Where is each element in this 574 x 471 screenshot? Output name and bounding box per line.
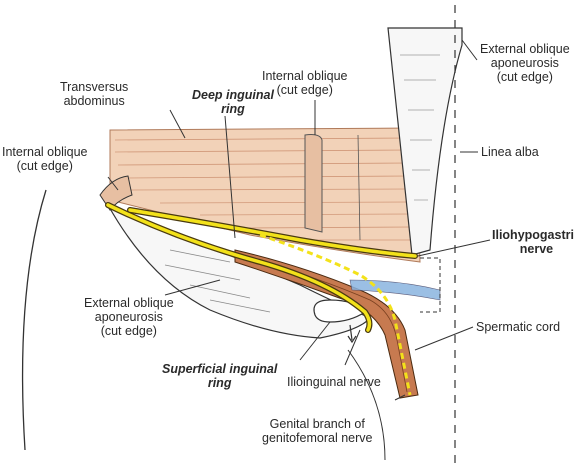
label-ilioinguinal-nerve: Ilioinguinal nerve (287, 375, 381, 389)
label-external-oblique-upper: External oblique aponeurosis (cut edge) (480, 42, 570, 84)
body-contour-line (21, 189, 47, 451)
ring-arrow-icon (347, 324, 357, 344)
label-deep-inguinal-ring: Deep inguinal ring (192, 88, 274, 116)
label-iliohypogastric-nerve: Iliohypogastric nerve (492, 228, 574, 256)
internal-oblique-cut-edge-top (304, 134, 323, 233)
internal-oblique-cut-edge-left (99, 175, 133, 211)
label-spermatic-cord: Spermatic cord (476, 320, 561, 334)
leader-lines (107, 39, 491, 461)
label-internal-oblique-left: Internal oblique (cut edge) (2, 145, 88, 173)
aponeurosis-fibres (164, 249, 271, 313)
label-superficial-inguinal-ring: Superficial inguinal ring (162, 362, 278, 390)
external-oblique-aponeurosis-upper (387, 27, 463, 256)
label-transversus-abdominus: Transversus abdominus (60, 80, 129, 108)
spermatic-cord (234, 249, 419, 399)
label-genital-branch: Genital branch of genitofemoral nerve (262, 417, 373, 445)
label-linea-alba: Linea alba (481, 145, 539, 159)
label-external-oblique-lower: External oblique aponeurosis (cut edge) (84, 296, 174, 338)
genital-branch-nerve (259, 233, 412, 396)
transversus-abdominus-muscle (109, 127, 421, 263)
label-internal-oblique-top: Internal oblique (cut edge) (262, 69, 348, 97)
deep-ring-outline (420, 257, 441, 313)
